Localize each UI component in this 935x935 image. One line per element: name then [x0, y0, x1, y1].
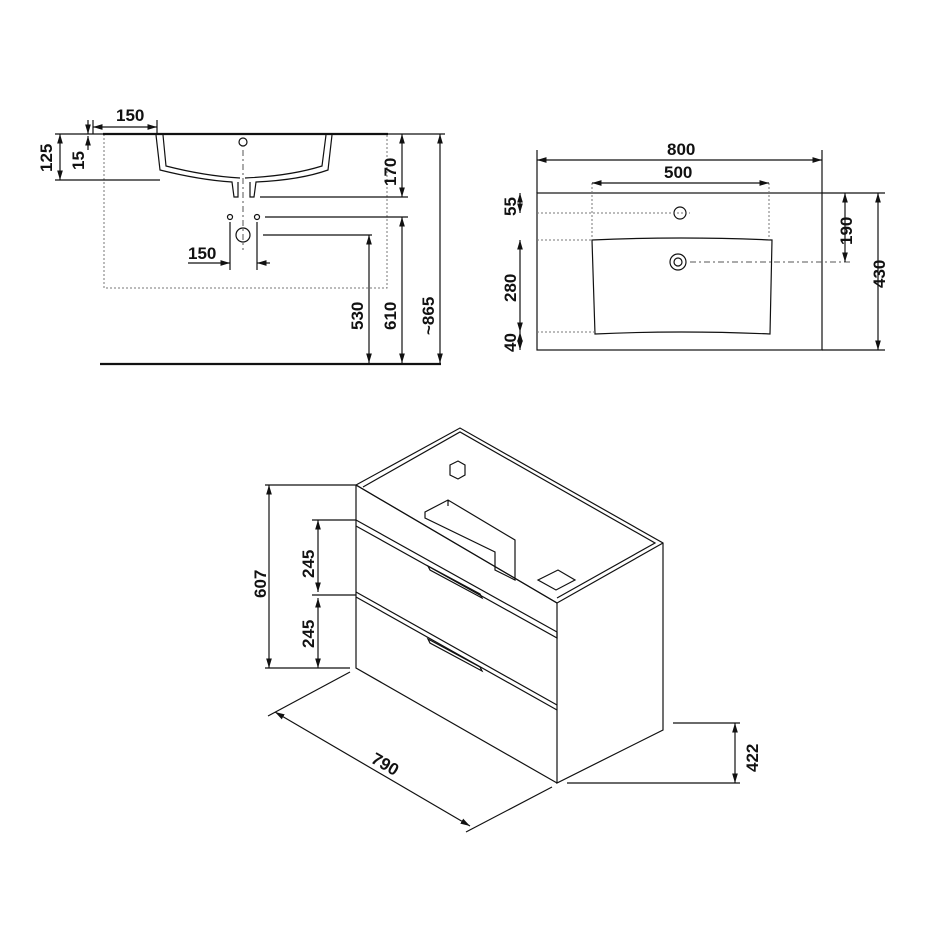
dim-607: 607 [251, 570, 270, 598]
basin-profile [155, 134, 333, 198]
cabinet-front [355, 485, 558, 784]
dim-55: 55 [501, 197, 520, 216]
dim-190: 190 [837, 217, 856, 245]
dim-530: 530 [348, 302, 367, 330]
dim-800: 800 [667, 140, 695, 159]
dim-610: 610 [381, 302, 400, 330]
dim-865: ~865 [419, 297, 438, 335]
dim-drawer1-245: 245 [299, 550, 318, 578]
dim-170: 170 [381, 158, 400, 186]
dim-430: 430 [870, 260, 889, 288]
bowl-outline [591, 237, 773, 335]
drawer-top [355, 519, 558, 640]
tap-hole-icon [673, 206, 687, 220]
dim-40: 40 [501, 333, 520, 352]
waste-outlet-icon [669, 253, 687, 271]
dim-tap-spacing: 150 [188, 244, 216, 263]
drawer-bottom [355, 591, 558, 711]
dim-125: 125 [37, 144, 56, 172]
fixing-point-icon [226, 213, 234, 221]
waste-outlet-icon [235, 227, 251, 243]
tap-hole-icon [238, 137, 248, 147]
front-section-view: 150 150 125 15 170 530 610 ~865 [37, 106, 445, 366]
fixing-point-icon [253, 213, 261, 221]
dim-500: 500 [664, 163, 692, 182]
dim-280: 280 [501, 274, 520, 302]
drawer-handle [426, 637, 484, 673]
drawer-handle [426, 564, 484, 600]
drawer-internal [424, 499, 577, 591]
dim-drawer2-245: 245 [299, 620, 318, 648]
dim-790: 790 [368, 749, 402, 780]
top-plan-view: 800 500 190 430 55 280 40 [501, 140, 889, 352]
basin-outline [536, 192, 823, 351]
wall-bracket [449, 460, 466, 480]
cabinet-outline-dotted [103, 133, 388, 289]
cabinet-isometric-view: 607 245 245 790 422 [251, 427, 762, 833]
dim-15: 15 [69, 151, 88, 170]
dim-top-offset: 150 [116, 106, 144, 125]
dim-422: 422 [743, 744, 762, 772]
